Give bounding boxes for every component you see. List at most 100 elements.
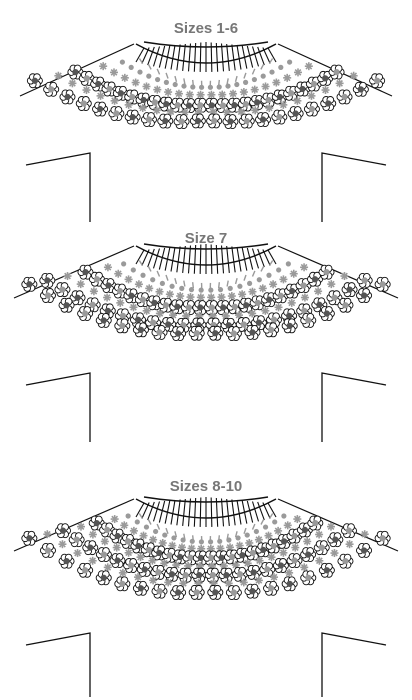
star-motif [54, 71, 63, 80]
flower-motif [108, 106, 125, 122]
dot-motif [266, 272, 272, 278]
flower-motif [318, 264, 335, 280]
star-motif [185, 90, 194, 99]
star-motif [283, 521, 292, 530]
flower-motif [225, 585, 242, 601]
flower-motif [78, 70, 95, 86]
star-motif [139, 531, 148, 540]
dot-motif [150, 277, 156, 283]
flower-motif [92, 101, 109, 117]
flower-motif [75, 96, 92, 111]
star-motif [315, 556, 324, 565]
star-motif [88, 530, 97, 539]
flower-motif [157, 113, 174, 129]
flower-motif [123, 288, 140, 304]
stitch-mark [165, 274, 169, 281]
star-motif [176, 292, 185, 301]
stitch-mark [226, 78, 229, 85]
star-motif [145, 284, 154, 293]
flower-motif [226, 299, 243, 315]
right-sleeve-outline [321, 372, 387, 442]
panel-title: Sizes 1-6 [173, 20, 239, 37]
star-motif [250, 85, 259, 94]
dot-motif [207, 539, 214, 545]
flower-motif [151, 324, 168, 340]
flower-motif [119, 533, 136, 549]
flower-motif [313, 540, 330, 556]
star-motif [293, 68, 302, 77]
yoke-drawing [13, 243, 399, 442]
star-motif [303, 537, 312, 546]
flower-motif [54, 282, 71, 298]
star-motif [255, 556, 264, 565]
star-motif [124, 275, 133, 284]
dot-motif [251, 76, 258, 83]
dot-motif [154, 76, 161, 83]
star-motif [158, 538, 167, 547]
star-motif [283, 73, 292, 82]
star-motif [261, 82, 270, 91]
neck-ribbing [135, 42, 277, 72]
flower-motif [245, 564, 262, 580]
dot-motif [143, 524, 150, 530]
star-motif [149, 576, 158, 585]
star-motif [254, 576, 263, 585]
flower-motif [318, 562, 335, 578]
star-motif [261, 306, 270, 315]
star-motif [124, 100, 133, 109]
dot-motif [190, 84, 196, 90]
neck-edge-bottom [135, 43, 277, 64]
star-motif [248, 287, 257, 296]
star-motif [138, 104, 147, 113]
star-motif [136, 553, 145, 562]
stitch-mark [156, 523, 161, 530]
flower-motif [114, 318, 131, 334]
flower-motif [109, 553, 126, 569]
flower-motif [21, 276, 38, 292]
flower-motif [189, 113, 206, 129]
star-motif [89, 287, 98, 296]
star-motif [349, 71, 358, 80]
flower-motif [192, 550, 209, 566]
dot-motif [179, 285, 185, 291]
star-motif [300, 293, 309, 302]
dot-motif [162, 532, 168, 538]
star-motif [218, 90, 227, 99]
star-motif [279, 548, 288, 557]
star-motif [129, 303, 138, 312]
flower-motif [281, 576, 298, 592]
dot-motif [188, 287, 195, 293]
star-motif [314, 287, 323, 296]
star-motif [129, 526, 138, 535]
dot-motif [247, 280, 253, 287]
flower-motif [286, 553, 303, 569]
flower-motif [281, 318, 298, 334]
stitch-mark [138, 260, 144, 266]
dot-motif [134, 519, 140, 525]
flower-motif [287, 106, 304, 122]
stitch-mark [183, 280, 186, 287]
flower-motif [222, 114, 239, 129]
flower-motif [132, 580, 149, 596]
flower-motif [88, 515, 105, 531]
flower-motif [170, 326, 187, 341]
right-sleeve-outline [321, 152, 387, 222]
flower-motif [21, 530, 38, 546]
dot-motif [226, 537, 232, 543]
star-motif [114, 269, 123, 278]
star-motif [160, 559, 169, 568]
star-motif [100, 537, 109, 546]
star-motif [63, 272, 72, 281]
flower-motif [328, 64, 345, 80]
flower-motif [145, 315, 162, 331]
star-motif [96, 91, 105, 100]
dot-motif [171, 535, 177, 541]
flower-motif [255, 112, 272, 128]
star-motif [285, 568, 294, 577]
stitch-mark [165, 72, 169, 79]
star-motif [120, 521, 129, 530]
flower-motif [95, 312, 112, 328]
star-motif [272, 78, 281, 87]
dot-motif [217, 538, 223, 544]
flower-motif [341, 282, 358, 298]
